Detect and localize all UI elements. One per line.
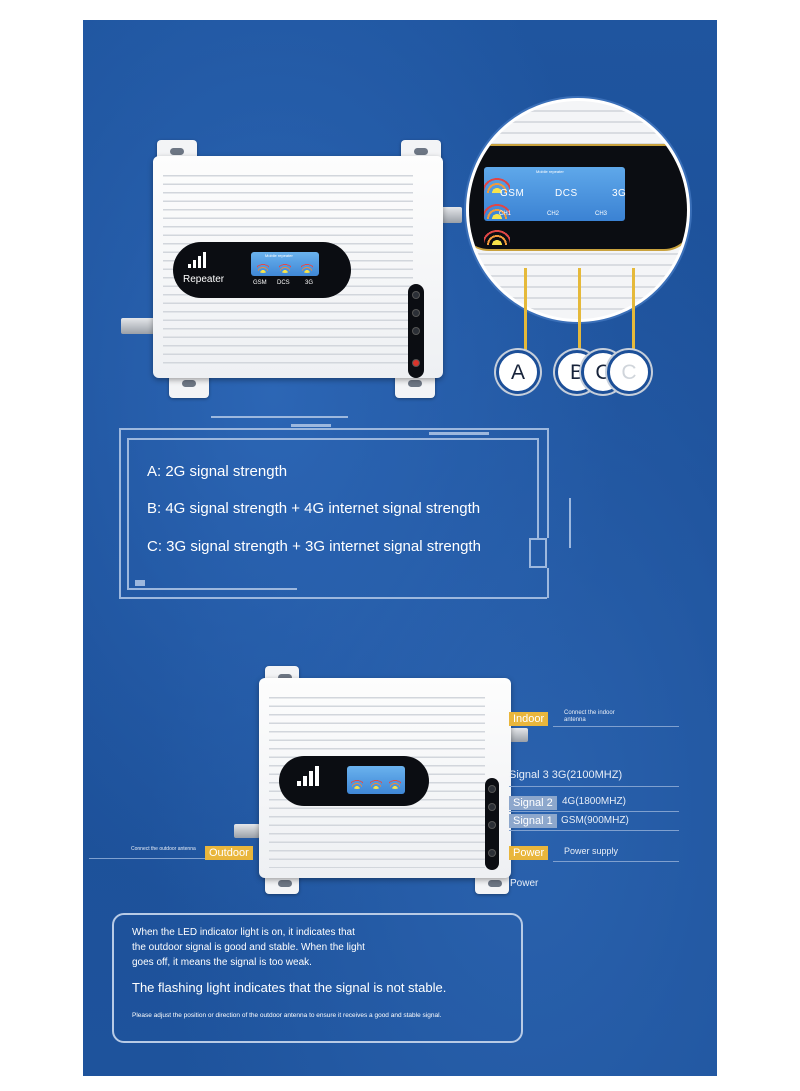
signal-wave-icon xyxy=(351,777,363,789)
led-indicator xyxy=(413,328,419,334)
led-indicator xyxy=(413,292,419,298)
callout-line xyxy=(509,786,679,787)
band-label-dcs: DCS xyxy=(555,188,578,199)
zoomed-display-panel: Mobile repeater CH1 CH2 CH3 xyxy=(469,144,687,251)
led-indicator xyxy=(489,786,495,792)
signal-1-tag: Signal 1 xyxy=(509,814,557,828)
info-line-5: Please adjust the position or direction … xyxy=(132,1012,442,1019)
callout-line xyxy=(553,726,679,727)
signal-wave-icon xyxy=(484,193,510,219)
info-line-2: the outdoor signal is good and stable. W… xyxy=(132,942,365,953)
outdoor-note: Connect the outdoor antenna xyxy=(131,846,196,852)
info-line-1: When the LED indicator light is on, it i… xyxy=(132,927,355,938)
band-label-gsm: GSM xyxy=(500,188,525,199)
outdoor-antenna-connector xyxy=(121,318,155,334)
led-indicator-strip xyxy=(408,284,424,378)
callout-line xyxy=(509,811,679,812)
badge-c-letter: C xyxy=(621,361,637,384)
lcd-screen: Mobile repeater xyxy=(251,252,319,276)
led-indicator xyxy=(489,804,495,810)
led-indicator-strip xyxy=(485,778,499,870)
signal-2-tag: Signal 2 xyxy=(509,796,557,810)
signal-bars-icon xyxy=(188,252,206,268)
channel-label: CH2 xyxy=(547,211,560,217)
repeater-logo-text: Repeater xyxy=(183,274,225,285)
led-indicator xyxy=(413,310,419,316)
signal-2-band: 4G(1800MHZ) xyxy=(562,796,626,807)
lcd-screen xyxy=(347,766,405,794)
info-line-4: The flashing light indicates that the si… xyxy=(132,980,447,995)
display-panel xyxy=(279,756,429,806)
led-info-box: When the LED indicator light is on, it i… xyxy=(112,913,523,1043)
product-infographic: Repeater Mobile repeater GSM DCS 3G xyxy=(83,20,717,1076)
signal-wave-icon xyxy=(370,777,382,789)
legend-c: C: 3G signal strength + 3G internet sign… xyxy=(147,538,481,555)
power-supply-label: Power supply xyxy=(564,846,619,856)
lcd-title: Mobile repeater xyxy=(265,253,293,258)
leader-line xyxy=(524,268,527,363)
zoomed-lcd-screen: Mobile repeater CH1 CH2 CH3 xyxy=(484,167,625,245)
outdoor-antenna-connector xyxy=(234,824,260,838)
signal-wave-icon xyxy=(484,219,510,245)
channel-label: CH3 xyxy=(595,211,608,217)
signal-wave-icon xyxy=(279,261,291,273)
power-led xyxy=(489,850,495,856)
power-led xyxy=(413,360,419,366)
display-panel: Repeater Mobile repeater GSM DCS 3G xyxy=(173,242,351,298)
channel-label: CH1 xyxy=(499,211,512,217)
callout-line xyxy=(89,858,205,859)
signal-3-label: Signal 3 3G(2100MHZ) xyxy=(509,769,623,781)
callout-line xyxy=(553,861,679,862)
leader-line xyxy=(578,268,581,363)
power-label: Power xyxy=(510,878,539,889)
badge-c-outline: C xyxy=(607,350,651,394)
signal-1-band: GSM(900MHZ) xyxy=(561,815,629,826)
band-label: DCS xyxy=(277,280,290,286)
power-tag: Power xyxy=(509,846,549,860)
indoor-note: Connect the indoor antenna xyxy=(564,710,615,723)
signal-bars-icon xyxy=(297,766,319,786)
signal-wave-icon xyxy=(257,261,269,273)
callout-line xyxy=(509,830,679,831)
outdoor-tag: Outdoor xyxy=(205,846,253,860)
badge-a: A xyxy=(496,350,540,394)
band-label: GSM xyxy=(253,280,267,286)
band-label: 3G xyxy=(305,280,314,286)
legend-a: A: 2G signal strength xyxy=(147,463,288,480)
info-line-3: goes off, it means the signal is too wea… xyxy=(132,957,312,968)
led-indicator xyxy=(489,822,495,828)
indoor-antenna-connector xyxy=(438,207,462,223)
lcd-title: Mobile repeater xyxy=(536,169,564,174)
signal-wave-icon xyxy=(484,167,510,193)
signal-wave-icon xyxy=(301,261,313,273)
leader-line xyxy=(632,268,635,363)
badge-b: B xyxy=(555,350,599,394)
signal-wave-icon xyxy=(389,777,401,789)
indoor-antenna-connector xyxy=(508,728,528,742)
band-label-3g: 3G xyxy=(612,188,627,199)
indoor-tag: Indoor xyxy=(509,712,549,726)
legend-b: B: 4G signal strength + 4G internet sign… xyxy=(147,500,481,517)
